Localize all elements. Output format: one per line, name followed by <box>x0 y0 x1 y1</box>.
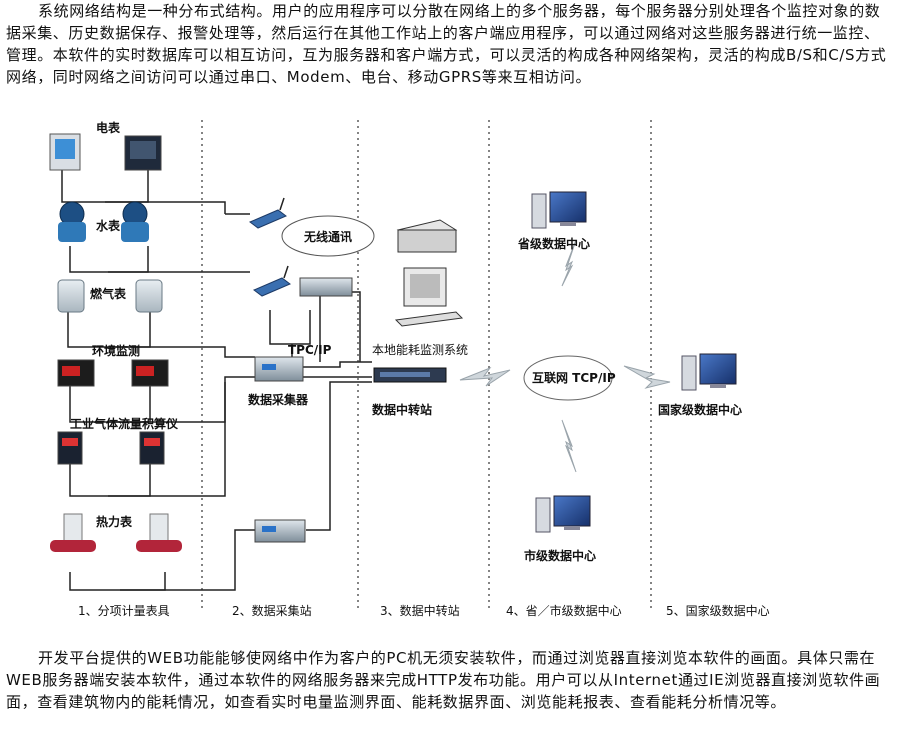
environment-monitor-icon <box>57 359 169 387</box>
column-label-2: 2、数据采集站 <box>232 603 312 618</box>
label-environment-monitor: 环境监测 <box>92 343 140 358</box>
intro-paragraph: 系统网络结构是一种分布式结构。用户的应用程序可以分散在网络上的多个服务器，每个服… <box>6 2 887 86</box>
wireless-cloud-icon <box>281 215 375 257</box>
label-national-center: 国家级数据中心 <box>658 402 742 417</box>
lightning-arrow-icon <box>459 239 671 473</box>
network-switch-icon <box>373 367 447 383</box>
label-relay-station: 数据中转站 <box>372 402 432 417</box>
heat-meter-icon <box>50 513 182 552</box>
electric-meter-icon <box>49 133 162 171</box>
label-city-center: 市级数据中心 <box>524 548 596 563</box>
label-local-system: 本地能耗监测系统 <box>372 343 468 357</box>
collector-unit-icon <box>254 277 353 543</box>
printer-icon <box>396 219 458 253</box>
gas-meter-icon <box>57 279 163 313</box>
column-label-5: 5、国家级数据中心 <box>666 603 770 618</box>
city-center-pc-icon <box>535 495 591 533</box>
label-province-center: 省级数据中心 <box>517 236 590 251</box>
gas-flow-integrator-icon <box>57 431 165 465</box>
label-wireless: 无线通讯 <box>303 229 352 244</box>
national-center-pc-icon <box>681 353 737 391</box>
column-dividers <box>201 120 652 612</box>
label-gas-flow-integrator: 工业气体流量积算仪 <box>70 416 179 431</box>
column-label-1: 1、分项计量表具 <box>78 604 170 618</box>
label-tcpip: TPC/IP <box>288 343 332 357</box>
province-center-pc-icon <box>531 191 587 229</box>
label-internet: 互联网 TCP/IP <box>532 371 616 385</box>
label-heat-meter: 热力表 <box>96 514 133 529</box>
label-electric-meter: 电表 <box>96 120 121 135</box>
internet-cloud-icon <box>523 355 613 401</box>
wireless-modem-icon <box>249 197 291 297</box>
local-pc-icon <box>394 267 464 327</box>
column-label-3: 3、数据中转站 <box>380 603 460 618</box>
column-label-4: 4、省／市级数据中心 <box>506 603 622 618</box>
label-gas-meter: 燃气表 <box>90 286 127 301</box>
label-data-collector: 数据采集器 <box>248 392 309 407</box>
device-bus-lines <box>61 170 372 591</box>
water-meter-icon <box>58 201 149 242</box>
outro-paragraph: 开发平台提供的WEB功能能够使网络中作为客户的PC机无须安装软件，而通过浏览器直… <box>6 649 881 711</box>
network-architecture-diagram: 电表 水表 燃气表 环境监测 工业气体流量积算仪 热力表 <box>49 120 770 618</box>
label-water-meter: 水表 <box>96 218 121 233</box>
